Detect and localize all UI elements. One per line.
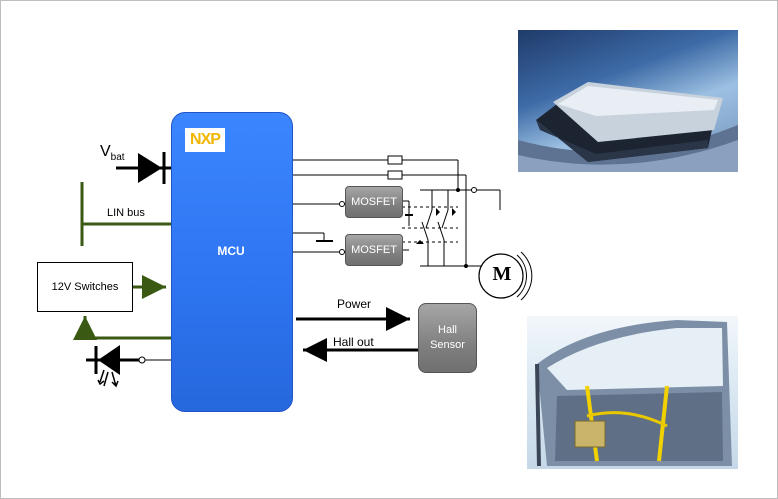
vbat-sub-text: bat	[110, 152, 125, 164]
nxp-logo-text: NXP	[190, 131, 221, 148]
diode-icon	[116, 152, 171, 184]
led-icon	[86, 345, 171, 388]
hall-out-label: Hall out	[333, 335, 374, 349]
lin-bus-line	[80, 182, 171, 246]
switches-arrows	[73, 275, 171, 340]
hall-label-line2: Sensor	[430, 339, 465, 351]
nxp-logo	[185, 128, 225, 152]
mcu-label: MCU	[217, 244, 245, 258]
power-label: Power	[337, 297, 372, 311]
hall-sensor-arrows	[296, 307, 418, 362]
car-door-illustration	[535, 320, 732, 467]
switches-box: 12V Switches	[37, 262, 133, 312]
hall-label-line1: Hall	[438, 324, 457, 336]
car-door-photo	[527, 316, 738, 469]
vbat-main-text: V	[100, 143, 111, 160]
motor-icon	[478, 251, 533, 301]
mcu-block	[171, 112, 293, 412]
resistor-icon	[387, 155, 403, 165]
mosfet-box-1: MOSFET	[345, 186, 403, 218]
switches-label: 12V Switches	[51, 281, 119, 293]
motor-label: M	[492, 263, 512, 285]
resistor-icon	[387, 170, 403, 180]
relay-switch-icon	[402, 187, 501, 269]
mosfet-box-2: MOSFET	[345, 234, 403, 266]
lin-bus-label: LIN bus	[107, 207, 145, 219]
hall-sensor-box: Hall Sensor	[418, 303, 477, 373]
vbat-label: Vbat	[100, 143, 125, 163]
sunroof-illustration	[518, 82, 738, 172]
sunroof-photo	[518, 30, 738, 172]
